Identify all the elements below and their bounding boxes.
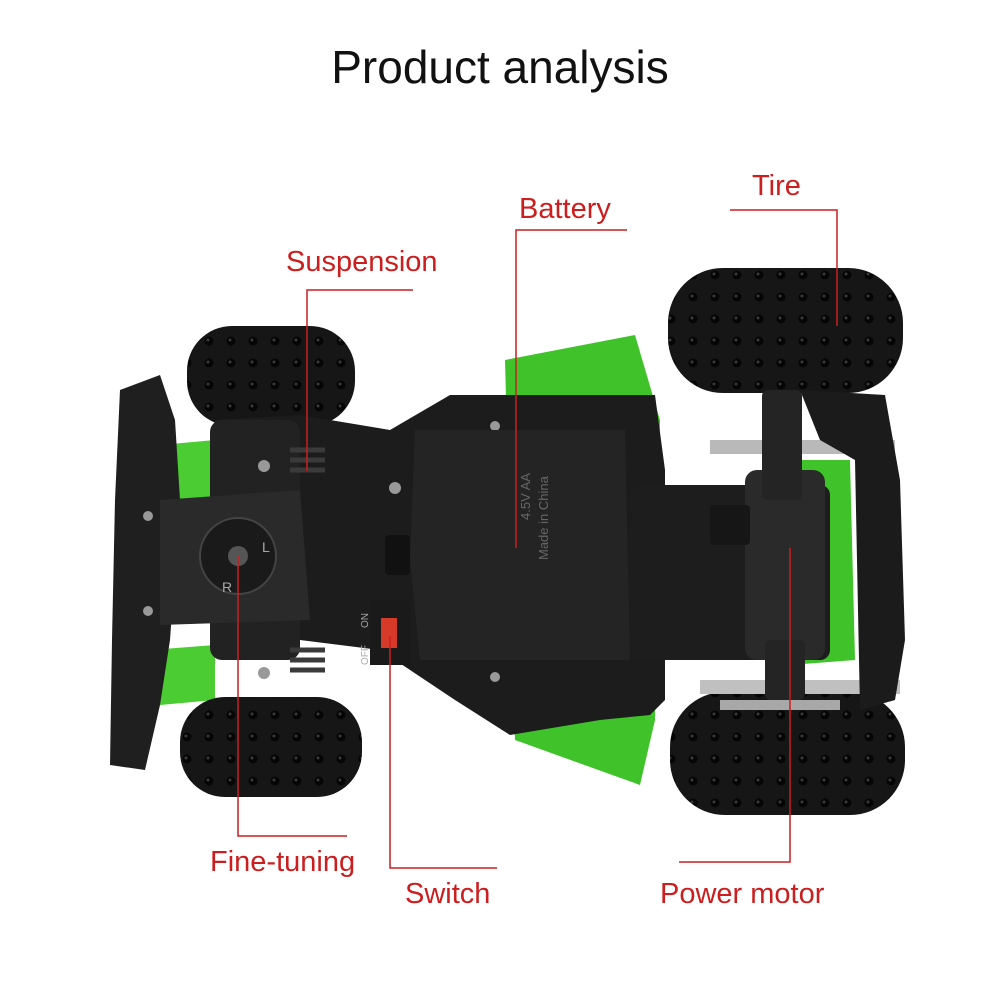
switch-label-on: ON bbox=[360, 613, 371, 628]
power-motor-leader-line bbox=[679, 548, 791, 863]
label-battery: Battery bbox=[519, 193, 611, 225]
screws bbox=[143, 421, 500, 682]
tire-leader-line bbox=[730, 209, 838, 326]
label-fine-tuning: Fine-tuning bbox=[210, 846, 356, 878]
battery-cover: 4.5V AA Made in China bbox=[410, 430, 630, 660]
wheel-front-left bbox=[187, 326, 355, 426]
wheel-front-right bbox=[180, 697, 362, 797]
motor-gearbox bbox=[630, 390, 830, 700]
battery-leader-line bbox=[515, 229, 627, 548]
wheel-rear-right bbox=[670, 692, 905, 815]
label-suspension: Suspension bbox=[286, 246, 438, 278]
switch-leader-line bbox=[389, 636, 497, 869]
battery-marking-origin: Made in China bbox=[536, 475, 551, 560]
page-title: Product analysis bbox=[331, 41, 669, 93]
battery-marking-voltage: 4.5V AA bbox=[518, 473, 533, 520]
rear-frame bbox=[800, 390, 905, 710]
wheel-rear-left bbox=[668, 268, 903, 393]
label-switch: Switch bbox=[405, 878, 491, 910]
label-power-motor: Power motor bbox=[660, 878, 825, 910]
label-tire: Tire bbox=[752, 170, 801, 202]
fine-tuning-leader-line bbox=[237, 556, 347, 837]
front-bumper bbox=[110, 375, 180, 770]
switch-label-off: OFF bbox=[360, 645, 371, 665]
steering-plate: L R bbox=[160, 490, 310, 625]
leader-lines bbox=[237, 209, 838, 869]
dial-label-right: R bbox=[222, 579, 232, 595]
suspension-leader-line bbox=[306, 289, 413, 471]
dial-label-left: L bbox=[262, 539, 270, 555]
